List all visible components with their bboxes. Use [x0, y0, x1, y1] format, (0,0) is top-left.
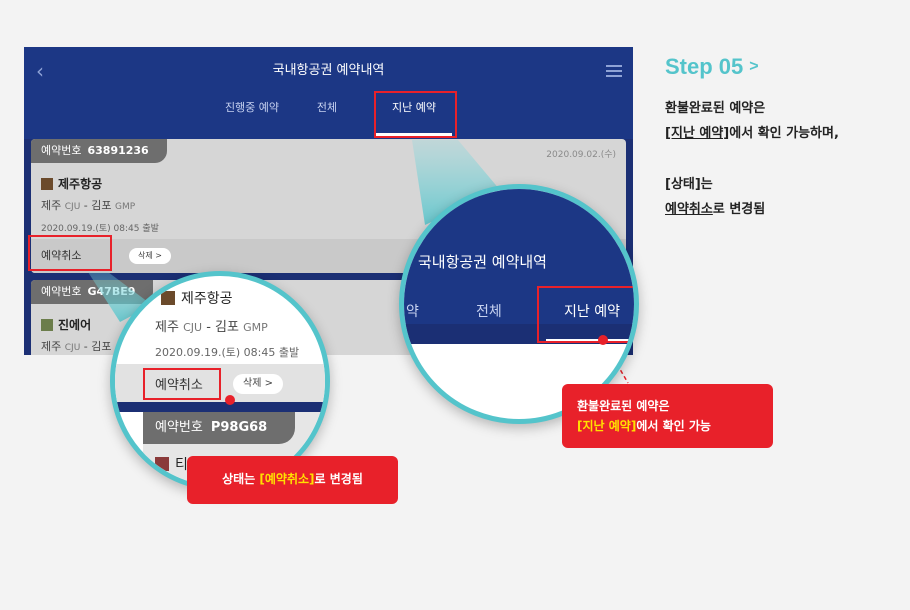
callout-left-highlight: [예약취소]: [259, 472, 315, 486]
callout-left-post: 로 변경됨: [314, 472, 363, 486]
hamburger-menu-icon[interactable]: [606, 65, 622, 77]
tway-logo-icon: [155, 457, 169, 471]
reservation-label: 예약번호: [41, 144, 82, 157]
zoom-status-badge: 예약취소: [155, 378, 203, 393]
airline-label: 진에어: [58, 318, 92, 332]
step-label: Step 05: [665, 54, 744, 79]
zoom-route-separator: -: [206, 320, 211, 335]
route-destination-code: GMP: [115, 202, 136, 212]
tab-all[interactable]: 전체: [316, 101, 338, 114]
tab-ongoing[interactable]: 진행중 예약: [224, 101, 280, 114]
callout-status-changed: 상태는 [예약취소]로 변경됨: [187, 456, 398, 504]
step-heading: Step 05 >: [665, 54, 759, 80]
flight-route: 제주 CJU - 김포: [41, 338, 112, 354]
desc-line2-rest: 에서 확인 가능하며,: [729, 126, 839, 141]
zoom-page-title: 국내항공권 예약내역: [418, 253, 547, 271]
airline-label: 제주항공: [58, 177, 103, 191]
zoom-departure-time: 2020.09.19.(토) 08:45 출발: [155, 346, 300, 359]
zoom-tab-past: 지난 예약: [564, 304, 620, 320]
route-destination: 김포: [91, 199, 112, 212]
callout-left-pre: 상태는: [222, 472, 260, 486]
page-title: 국내항공권 예약내역: [272, 63, 385, 78]
reservation-number-tab: 예약번호 63891236: [31, 139, 167, 163]
app-bar: ‹ 국내항공권 예약내역: [24, 47, 633, 95]
airline-name: 제주항공: [41, 175, 102, 192]
reservation-tabs: 진행중 예약 전체 지난 예약: [24, 95, 633, 139]
zoom-route-destination-code: GMP: [243, 321, 268, 334]
zoom-route-destination: 김포: [215, 320, 239, 335]
step-arrow-icon: >: [749, 58, 759, 75]
zoom-tab-ongoing: 약: [406, 304, 419, 320]
tab-past[interactable]: 지난 예약: [392, 101, 436, 114]
route-separator: -: [83, 340, 88, 353]
callout-right-line1: 환불완료된 예약은: [577, 399, 670, 413]
zoom-card-separator: [115, 402, 325, 412]
desc-line2-underlined: [지난 예약]: [665, 126, 730, 141]
delete-button[interactable]: 삭제 >: [129, 248, 171, 264]
reservation-number: 63891236: [87, 144, 149, 157]
status-badge: 예약취소: [41, 249, 82, 262]
zoom-airline-label: 제주항공: [181, 291, 233, 307]
zoom-reservation-number: P98G68: [210, 420, 268, 435]
desc-line2: [지난 예약]에서 확인 가능하며,: [665, 122, 839, 141]
reservation-label: 예약번호: [41, 285, 82, 298]
desc-line3: [상태]는: [665, 177, 713, 192]
callout-right-rest: 에서 확인 가능: [636, 419, 711, 433]
zoom-route-origin-code: CJU: [183, 321, 203, 334]
route-origin: 제주: [41, 340, 62, 353]
zoom-route: 제주 CJU - 김포 GMP: [155, 316, 268, 335]
callout-right-highlight: [지난 예약]: [577, 419, 637, 433]
route-origin: 제주: [41, 199, 62, 212]
zoom-reservation-number-tab: 예약번호 P98G68: [143, 412, 296, 444]
booking-date: 2020.09.02.(수): [546, 150, 616, 160]
route-origin-code: CJU: [64, 343, 81, 353]
status-highlight: [28, 235, 112, 271]
back-arrow-icon[interactable]: ‹: [36, 59, 44, 83]
jeju-air-logo-icon: [161, 291, 175, 305]
callout-past-reservations: 환불완료된 예약은 [지난 예약]에서 확인 가능: [562, 384, 773, 448]
route-destination: 김포: [91, 340, 112, 353]
route-separator: -: [83, 199, 88, 212]
jeju-air-logo-icon: [41, 177, 53, 190]
zoom-route-origin: 제주: [155, 320, 179, 335]
desc-line4-rest: 로 변경됨: [712, 202, 766, 217]
departure-time: 2020.09.19.(토) 08:45 출발: [41, 224, 159, 234]
zoom-app-bar: [404, 189, 634, 287]
card-separator: [24, 273, 633, 280]
zoom-status-highlight: [143, 368, 221, 400]
desc-line1: 환불완료된 예약은: [665, 101, 766, 116]
desc-line4: 예약취소로 변경됨: [665, 198, 765, 217]
zoom-reservation-label: 예약번호: [155, 420, 203, 435]
zoom-airline: 제주항공: [161, 288, 233, 308]
past-tab-highlight: [374, 91, 457, 138]
route-origin-code: CJU: [64, 202, 81, 212]
left-leader-dot: [225, 395, 235, 405]
zoom-past-tab-highlight: [537, 286, 634, 343]
zoom-delete-button: 삭제 >: [233, 374, 283, 394]
flight-route: 제주 CJU - 김포 GMP: [41, 197, 135, 213]
jin-air-logo-icon: [41, 318, 53, 331]
airline-name: 진에어: [41, 316, 91, 333]
zoom-tab-all: 전체: [476, 304, 502, 320]
active-tab-indicator: [376, 133, 452, 136]
callout-right-line2: [지난 예약]에서 확인 가능: [577, 416, 758, 436]
desc-line4-underlined: 예약취소: [665, 202, 713, 217]
right-leader-dot: [598, 335, 608, 345]
